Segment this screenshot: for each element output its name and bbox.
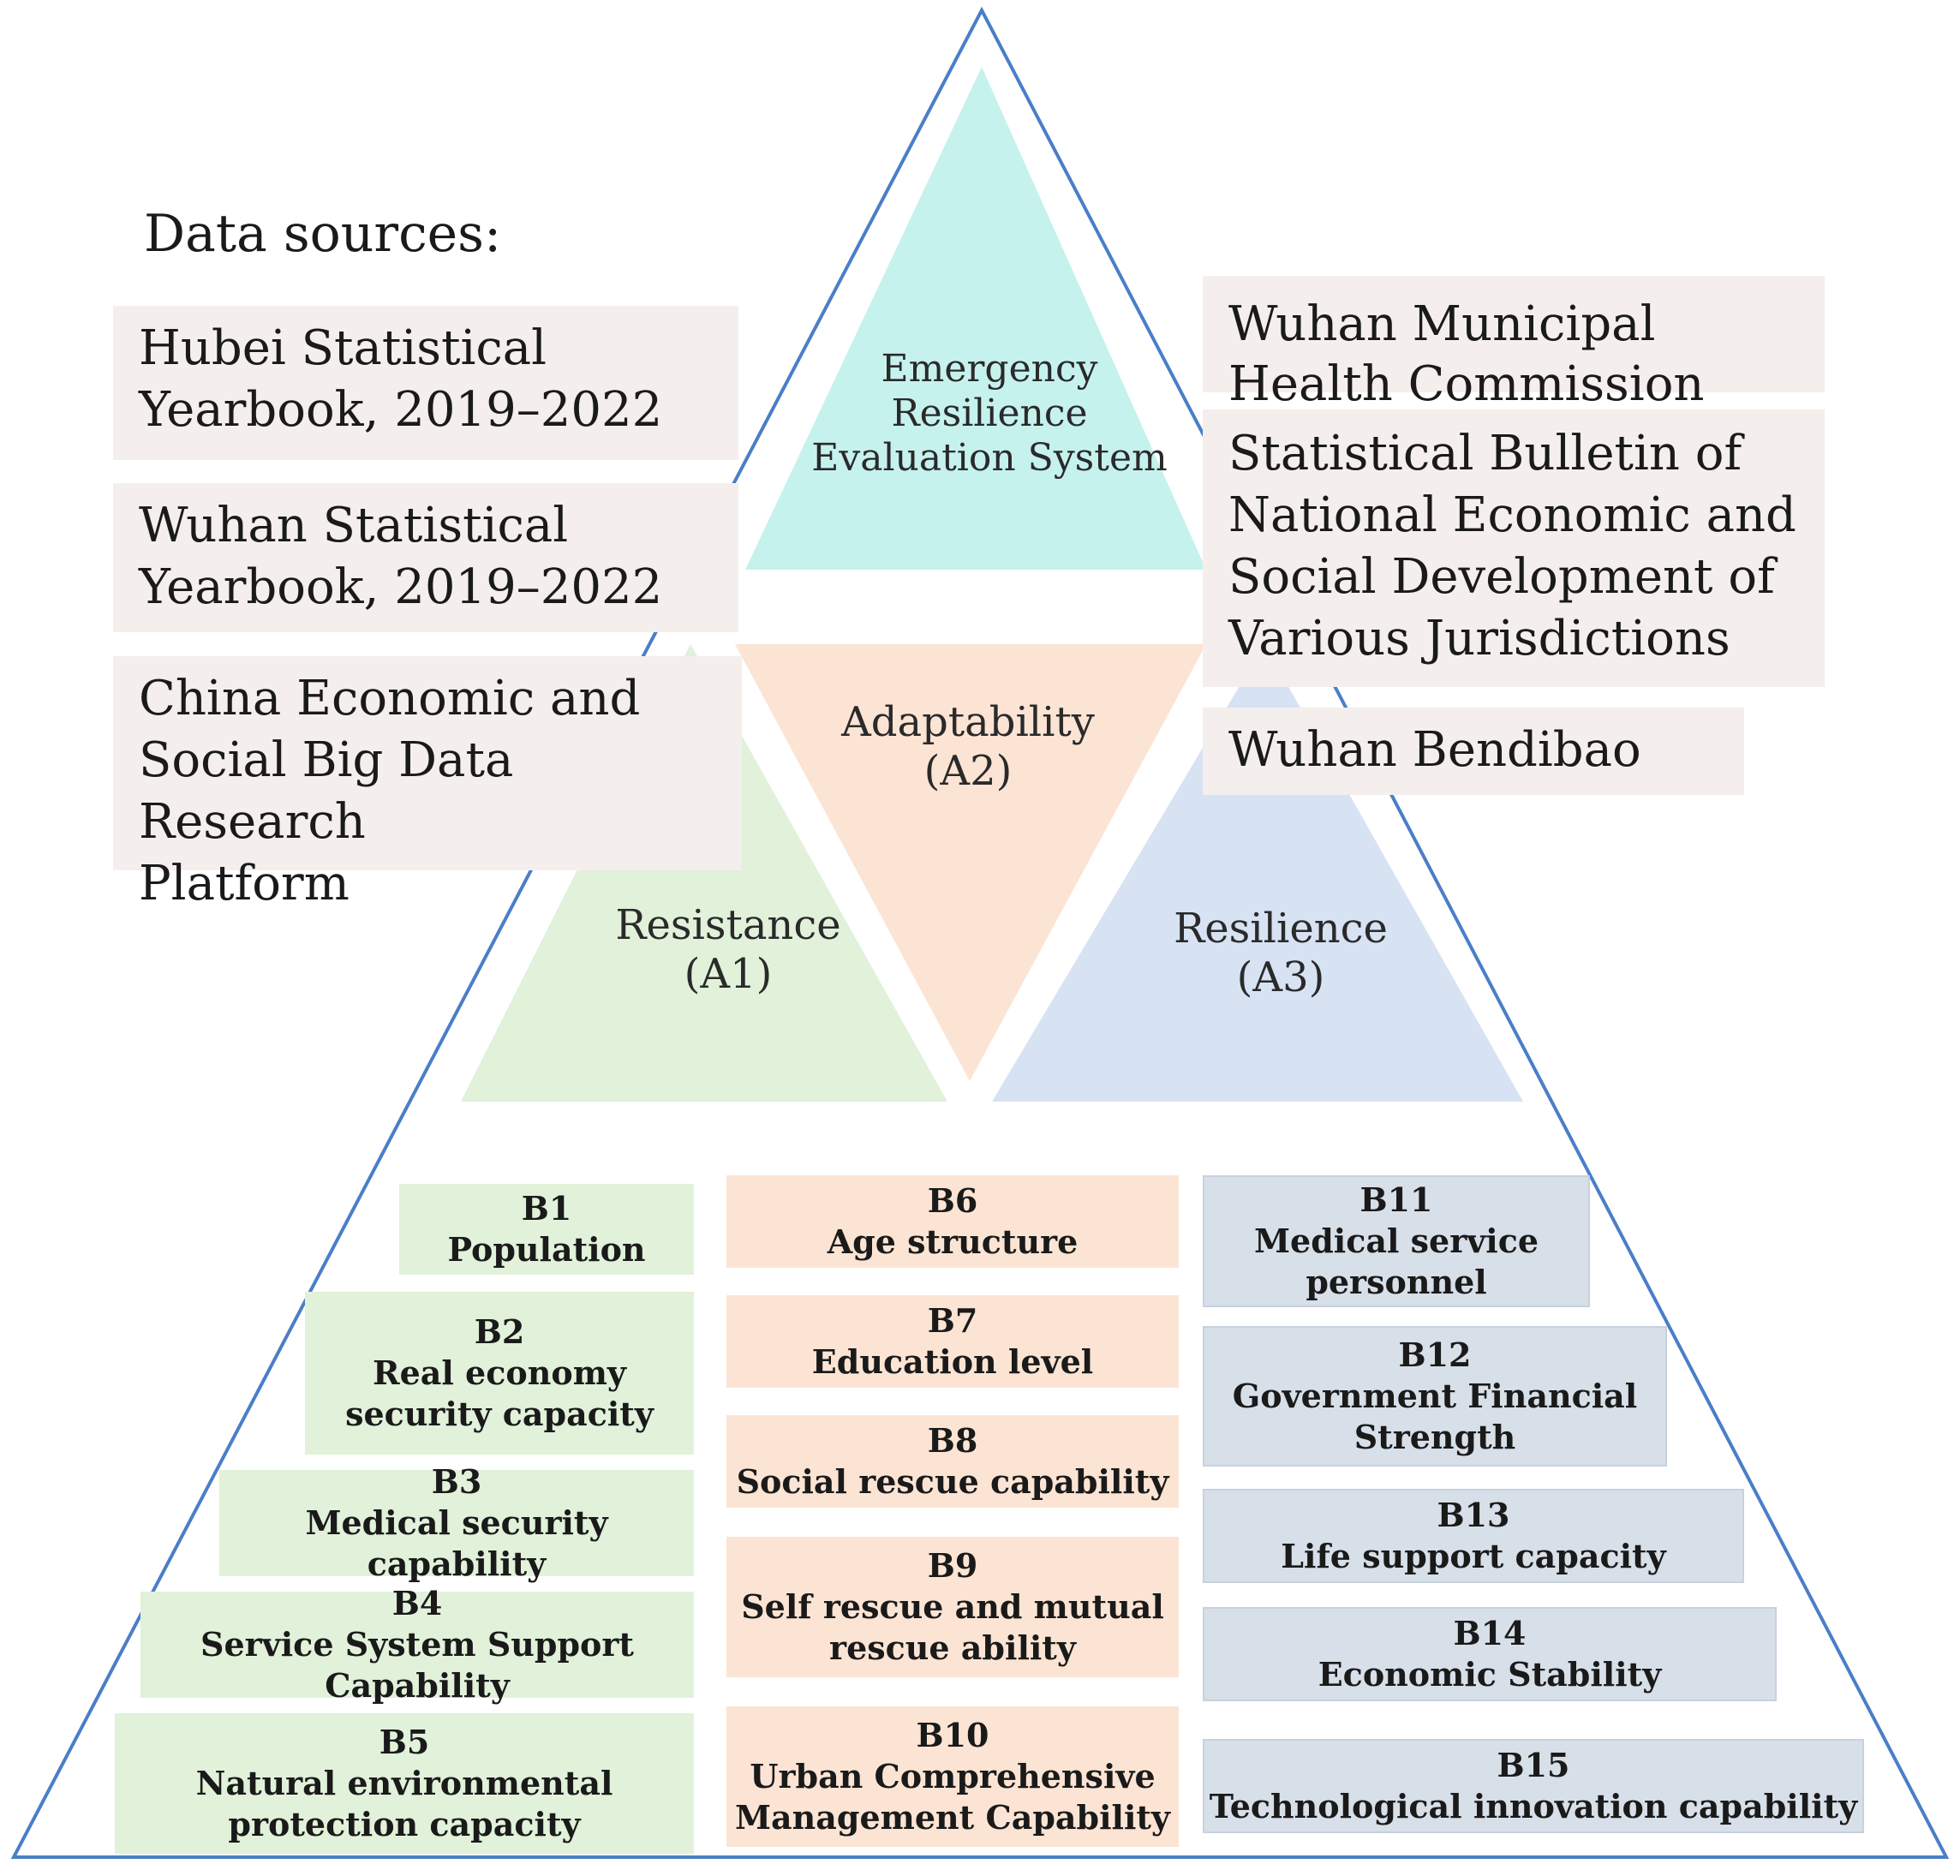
indicator-b10: B10 Urban Comprehensive Management Capab…: [726, 1706, 1179, 1847]
indicator-b4: B4 Service System Support Capability: [140, 1584, 694, 1705]
indicator-b13: B13 Life support capacity: [1203, 1489, 1744, 1583]
adaptability-triangle: [735, 644, 1206, 1081]
indicator-b7: B7 Education level: [726, 1295, 1179, 1388]
indicator-b1: B1 Population: [399, 1184, 694, 1275]
source-china-big-data-platform: China Economic and Social Big Data Resea…: [113, 656, 742, 911]
adaptability-label: Adaptability (A2): [841, 698, 1095, 795]
resilience-label: Resilience (A3): [1174, 905, 1388, 1001]
data-sources-title: Data sources:: [144, 204, 502, 264]
resistance-label: Resistance (A1): [615, 901, 841, 998]
indicator-b6: B6 Age structure: [726, 1175, 1179, 1268]
indicator-b12: B12 Government Financial Strength: [1203, 1326, 1667, 1467]
indicator-b14: B14 Economic Stability: [1203, 1607, 1777, 1701]
source-wuhan-bendibao: Wuhan Bendibao: [1203, 708, 1744, 795]
resistance-triangle: [461, 644, 947, 1102]
indicator-b8: B8 Social rescue capability: [726, 1415, 1179, 1508]
indicator-b3: B3 Medical security capability: [219, 1462, 694, 1583]
indicator-b15: B15 Technological innovation capability: [1203, 1739, 1864, 1833]
resilience-triangle: [992, 644, 1523, 1102]
indicator-b11: B11 Medical service personnel: [1203, 1175, 1590, 1307]
source-wuhan-yearbook: Wuhan Statistical Yearbook, 2019–2022: [113, 483, 738, 632]
indicator-b9: B9 Self rescue and mutual rescue ability: [726, 1537, 1179, 1677]
source-hubei-yearbook: Hubei Statistical Yearbook, 2019–2022: [113, 306, 738, 460]
source-statistical-bulletin: Statistical Bulletin of National Economi…: [1203, 409, 1825, 687]
source-wuhan-health-commission: Wuhan Municipal Health Commission: [1203, 276, 1825, 412]
emergency-system-triangle: [745, 67, 1206, 570]
emergency-system-label: Emergency Resilience Evaluation System: [811, 347, 1168, 480]
indicator-b5: B5 Natural environmental protection capa…: [115, 1713, 694, 1854]
indicator-b2: B2 Real economy security capacity: [305, 1292, 694, 1455]
